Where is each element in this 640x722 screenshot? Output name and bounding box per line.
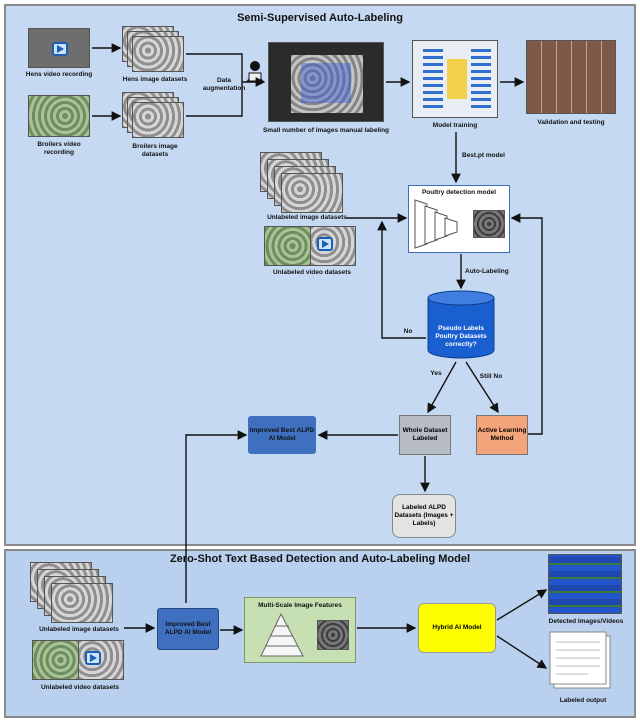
hybrid-ai-model-box: Hybrid AI Model <box>418 603 496 653</box>
decision-label: Pseudo Labels Poultry Datasets correctly… <box>435 325 487 349</box>
auto-labeling-label: Auto-Labeling <box>465 268 509 275</box>
model-training-diagram <box>412 40 498 118</box>
no-label: No <box>403 328 413 335</box>
broilers-images-label: Broilers image datasets <box>132 143 178 159</box>
still-no-label: Still No <box>479 373 503 380</box>
multiscale-thumbnail <box>317 620 349 650</box>
broilers-image-stack-layer <box>132 102 184 138</box>
unlabeled-video-gray <box>310 226 356 266</box>
database-cylinder-icon <box>427 290 495 359</box>
model-training-label: Model training <box>432 122 478 129</box>
hens-video-label: Hens video recording <box>25 71 93 78</box>
broilers-video-thumbnail <box>28 95 90 137</box>
detected-images-thumbnail <box>548 554 622 614</box>
hens-images-label: Hens image datasets <box>122 76 188 83</box>
data-augmentation-label: Data augmentation <box>202 77 246 93</box>
validation-label: Validation and testing <box>537 119 605 126</box>
improved-model-box-bottom: Improved Best ALPD AI Model <box>157 608 219 650</box>
feature-pyramid-icon <box>260 612 304 657</box>
validation-grid-image <box>526 40 616 114</box>
person-laptop-icon <box>246 61 264 82</box>
unlabeled-images-label: Unlabeled image datasets <box>267 214 347 221</box>
multiscale-label: Multi-Scale Image Features <box>258 602 342 609</box>
document-icon <box>549 631 611 689</box>
play-icon <box>52 42 68 56</box>
labeled-alpd-box: Labeled ALPD Datasets (Images + Labels) <box>392 494 456 538</box>
labeling-tool-screenshot <box>268 42 384 122</box>
cnn-layers-icon <box>414 199 458 249</box>
bottom-unlabeled-images-label: Unlabeled image datasets <box>39 626 119 633</box>
bottom-section-title: Zero-Shot Text Based Detection and Auto-… <box>169 553 471 565</box>
hens-image-stack-layer <box>132 36 184 72</box>
whole-dataset-box: Whole Dataset Labeled <box>399 415 451 455</box>
broilers-video-label: Broilers video recording <box>37 141 81 157</box>
detection-output-thumbnail <box>473 210 505 238</box>
bottom-unlabeled-image-stack-layer <box>51 583 113 623</box>
detected-label: Detected Images/Videos <box>548 618 624 625</box>
unlabeled-videos-label: Unlabeled video datasets <box>272 269 352 276</box>
bottom-unlabeled-video-green <box>32 640 80 680</box>
poultry-detection-model-box: Poultry detection model <box>408 185 510 253</box>
unlabeled-video-green <box>264 226 312 266</box>
top-section-title: Semi-Supervised Auto-Labeling <box>237 12 403 24</box>
labeled-output-label: Labeled output <box>559 697 607 704</box>
manual-labeling-label: Small number of images manual labeling <box>262 127 390 134</box>
best-pt-label: Best.pt model <box>462 152 505 159</box>
bottom-unlabeled-video-gray <box>78 640 124 680</box>
multiscale-features-box: Multi-Scale Image Features <box>244 597 356 663</box>
bottom-unlabeled-videos-label: Unlabeled video datasets <box>40 684 120 691</box>
active-learning-box: Active Learning Method <box>476 415 528 455</box>
play-icon <box>317 237 333 251</box>
unlabeled-image-stack-layer <box>281 173 343 213</box>
yes-label: Yes <box>430 370 442 377</box>
detection-model-label: Poultry detection model <box>421 189 497 196</box>
improved-model-box-top: Improved Best ALPD AI Model <box>248 416 316 454</box>
play-icon <box>85 651 101 665</box>
hens-video-thumbnail <box>28 28 90 68</box>
